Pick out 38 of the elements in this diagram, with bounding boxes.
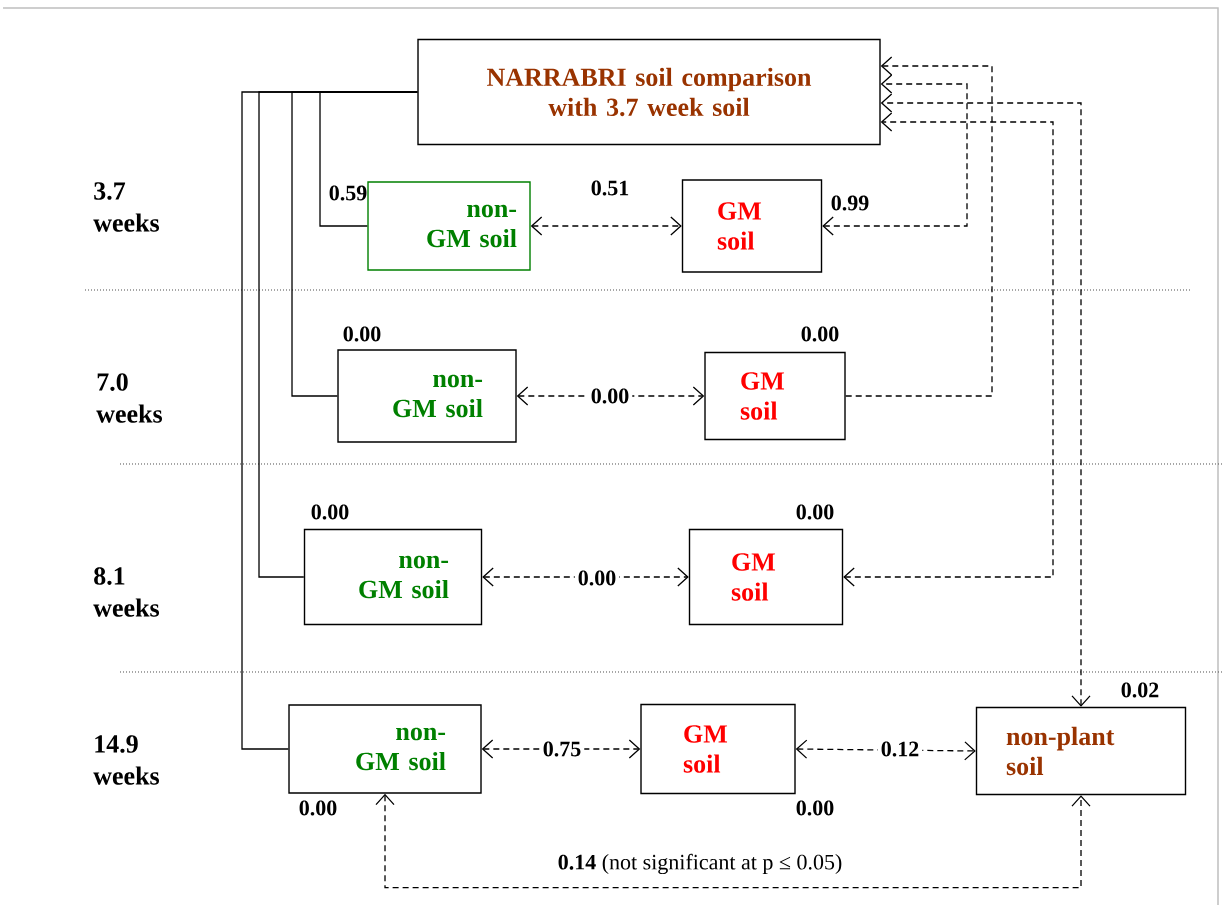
connector — [822, 74, 968, 236]
edge-label: 0.00 — [574, 567, 620, 589]
soil-box: non-plant soil — [975, 706, 1187, 796]
row-label: 8.1 weeks — [93, 567, 159, 617]
connector — [795, 739, 976, 761]
connector — [241, 91, 418, 750]
soil-box: NARRABRI soil comparison with 3.7 week soil — [417, 38, 881, 146]
soil-box: non-GM soil — [337, 349, 517, 443]
row-label: 14.9 weeks — [93, 735, 159, 785]
edge-label: 0.51 — [591, 180, 629, 196]
connector — [530, 216, 682, 236]
connector — [880, 93, 1091, 707]
soil-box: non-GM soil — [303, 528, 483, 626]
edge-label: 0.00 — [587, 385, 633, 407]
connector — [375, 793, 1091, 889]
connector — [845, 56, 993, 397]
value-label: 0.99 — [831, 195, 869, 211]
value-label: 0.00 — [801, 326, 839, 342]
connector — [482, 567, 689, 587]
connector — [843, 112, 1054, 587]
soil-box: GM soil — [704, 351, 846, 441]
soil-box: non-GM soil — [288, 704, 482, 794]
soil-box: GM soil — [688, 528, 844, 626]
value-label: 0.00 — [343, 326, 381, 342]
row-label: 7.0 weeks — [96, 373, 162, 423]
value-label: 0.00 — [796, 504, 834, 520]
value-label: 0.02 — [1121, 682, 1159, 698]
edge-label: 0.12 — [877, 738, 923, 760]
soil-box: GM soil — [681, 179, 823, 273]
soil-box: non-GM soil — [367, 181, 531, 271]
value-label: 0.00 — [299, 800, 337, 816]
row-label: 3.7 weeks — [93, 182, 159, 232]
value-label: 0.59 — [329, 185, 367, 201]
value-label: 0.00 — [311, 504, 349, 520]
edge-label: 0.14 (not significant at p ≤ 0.05) — [558, 853, 842, 875]
edge-label: 0.75 — [539, 738, 585, 760]
soil-box: GM soil — [640, 703, 796, 795]
value-label: 0.00 — [796, 800, 834, 816]
